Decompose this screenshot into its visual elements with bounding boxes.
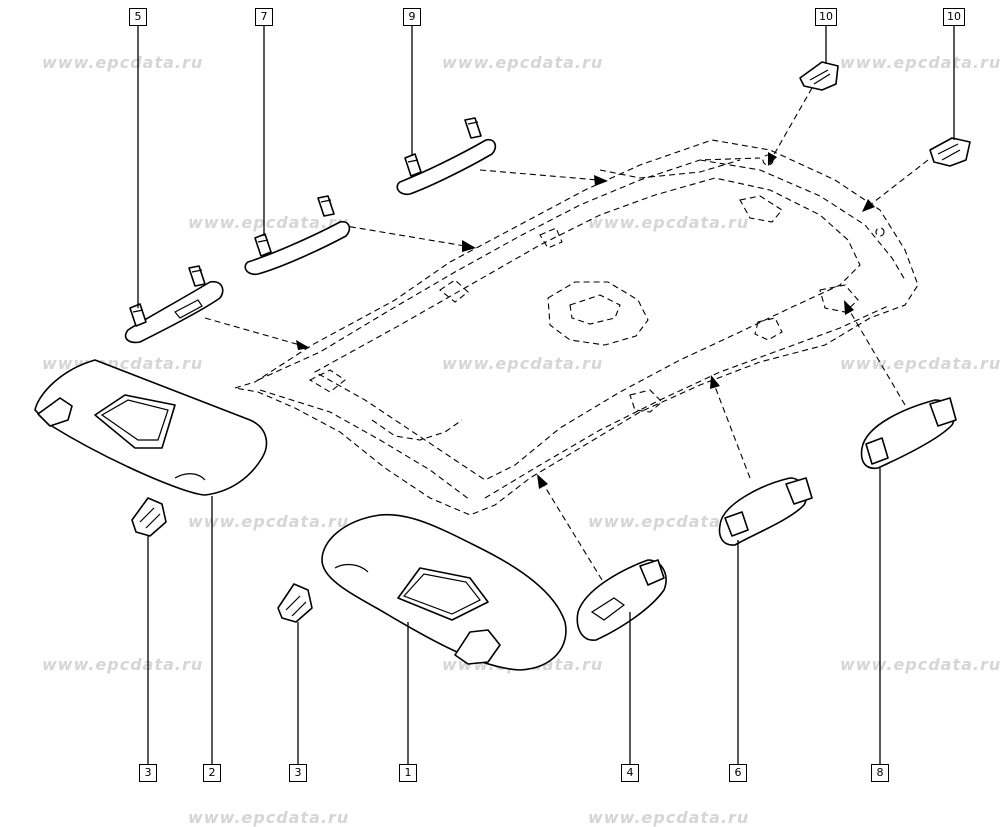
callout-7: 7 (255, 8, 273, 26)
part-8-grab-handle (860, 397, 957, 470)
callout-6: 6 (729, 764, 747, 782)
callout-10: 10 (815, 8, 837, 26)
part-6-grab-handle (718, 477, 813, 546)
assembly-arrows (204, 87, 929, 581)
watermark: www.epcdata.ru (188, 512, 350, 531)
callout-5: 5 (129, 8, 147, 26)
callout-4: 4 (621, 764, 639, 782)
part-3-clip (277, 583, 313, 623)
callout-3: 3 (139, 764, 157, 782)
callout-9: 9 (403, 8, 421, 26)
callout-2: 2 (203, 764, 221, 782)
watermark: www.epcdata.ru (442, 354, 604, 373)
callout-10: 10 (943, 8, 965, 26)
part-5-grab-handle (124, 265, 224, 344)
watermark: www.epcdata.ru (588, 213, 750, 232)
watermark: www.epcdata.ru (588, 512, 750, 531)
part-9-grab-handle (396, 117, 497, 196)
part-4-grab-handle (576, 559, 667, 641)
callout-8: 8 (871, 764, 889, 782)
part-7-grab-handle (244, 195, 351, 276)
part-2-sun-visor-left (34, 359, 268, 496)
watermark: www.epcdata.ru (442, 53, 604, 72)
part-3-clip (131, 497, 167, 537)
part-10-clip (929, 137, 971, 167)
callout-1: 1 (399, 764, 417, 782)
leader-lines (137, 26, 955, 764)
watermark: www.epcdata.ru (42, 53, 204, 72)
part-1-sun-visor-right (321, 513, 567, 671)
watermark: www.epcdata.ru (840, 53, 1000, 72)
watermark: www.epcdata.ru (42, 655, 204, 674)
headliner (234, 139, 919, 516)
watermark: www.epcdata.ru (840, 354, 1000, 373)
callout-3: 3 (289, 764, 307, 782)
part-10-clip (799, 61, 839, 91)
watermark: www.epcdata.ru (188, 213, 350, 232)
